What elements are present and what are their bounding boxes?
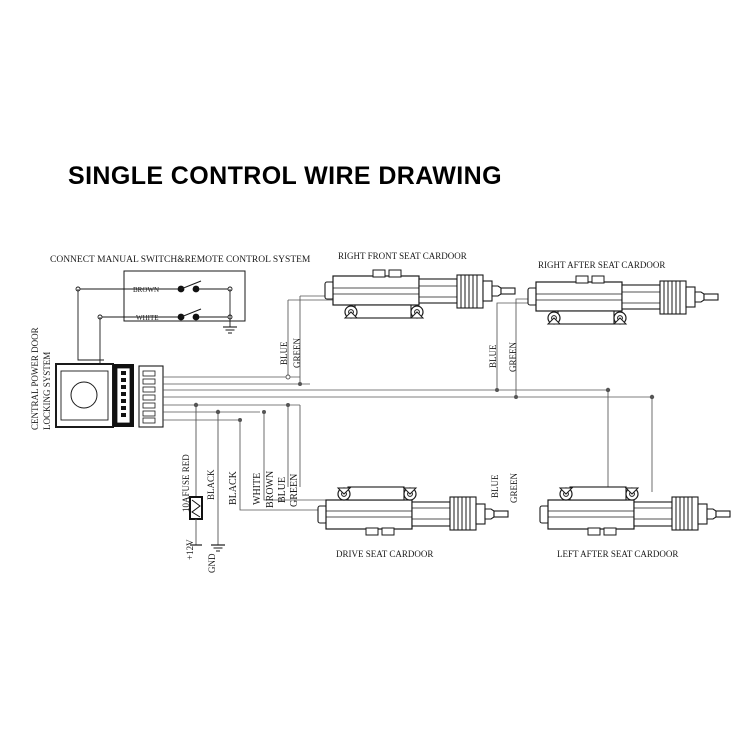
switch-brown[interactable]: BROWN <box>75 280 233 294</box>
drop-drive-a <box>263 412 330 501</box>
page-title: SINGLE CONTROL WIRE DRAWING <box>68 162 502 190</box>
actuator-left-after-label: LEFT AFTER SEAT CARDOOR <box>557 549 678 559</box>
wire-label-black: BLACK <box>228 470 239 505</box>
module-dial <box>70 381 98 409</box>
switch-brown-drop <box>77 289 104 361</box>
drop-la-blue <box>548 390 609 501</box>
actuator-right-after: RIGHT AFTER SEAT CARDOOR BLUE GREEN <box>488 260 719 372</box>
switch-panel-box <box>123 270 246 322</box>
harness-bus: BLACK WHITE BROWN BLUE GREEN <box>163 295 655 511</box>
manual-switch-panel: CONNECT MANUAL SWITCH&REMOTE CONTROL SYS… <box>50 255 311 367</box>
actuator-right-front: RIGHT FRONT SEAT CARDOOR BLUE GREEN <box>279 251 516 368</box>
actuator-right-front-label: RIGHT FRONT SEAT CARDOOR <box>338 251 467 261</box>
actuator-left-after-wire-blue: BLUE <box>490 474 500 498</box>
wire-label-green: GREEN <box>289 474 300 507</box>
actuator-drive-label: DRIVE SEAT CARDOOR <box>336 549 433 559</box>
wire-label-white: WHITE <box>252 473 263 505</box>
negative-label: GND <box>207 553 217 573</box>
central-control-module: CENTRAL POWER DOOR LOCKING SYSTEM <box>30 327 164 430</box>
actuator-drive: DRIVE SEAT CARDOOR <box>317 486 509 559</box>
wire-label-brown: BROWN <box>265 471 276 508</box>
fuse-label: 10AFUSE RED <box>181 454 191 512</box>
actuator-right-front-wire-green: GREEN <box>292 338 302 368</box>
ground-wire-label: BLACK <box>206 469 216 500</box>
positive-label: +12V <box>185 539 195 560</box>
riser-ra-green <box>515 298 543 397</box>
switch-white-label: WHITE <box>136 314 159 322</box>
actuator-right-front-wire-blue: BLUE <box>279 341 289 365</box>
switch-ground-symbol <box>223 317 237 334</box>
actuator-left-after: LEFT AFTER SEAT CARDOOR BLUE GREEN <box>490 473 731 559</box>
ground-symbol <box>211 544 225 552</box>
switch-white[interactable]: WHITE <box>97 308 233 322</box>
switch-white-drop <box>99 317 110 367</box>
actuator-right-after-wire-blue: BLUE <box>488 344 498 368</box>
riser-ra-blue <box>496 302 543 390</box>
actuator-left-after-wire-green: GREEN <box>509 473 519 503</box>
wire-label-blue: BLUE <box>277 477 288 503</box>
power-branch: +12V 10AFUSE RED BLACK GND <box>181 402 225 573</box>
actuator-right-after-wire-green: GREEN <box>508 342 518 372</box>
switch-panel-caption: CONNECT MANUAL SWITCH&REMOTE CONTROL SYS… <box>50 255 311 265</box>
module-label-line2: LOCKING SYSTEM <box>42 352 52 430</box>
switch-brown-label: BROWN <box>133 286 159 294</box>
actuator-right-after-label: RIGHT AFTER SEAT CARDOOR <box>538 260 665 270</box>
module-label-line1: CENTRAL POWER DOOR <box>30 327 40 430</box>
drop-drive-b <box>239 420 330 511</box>
